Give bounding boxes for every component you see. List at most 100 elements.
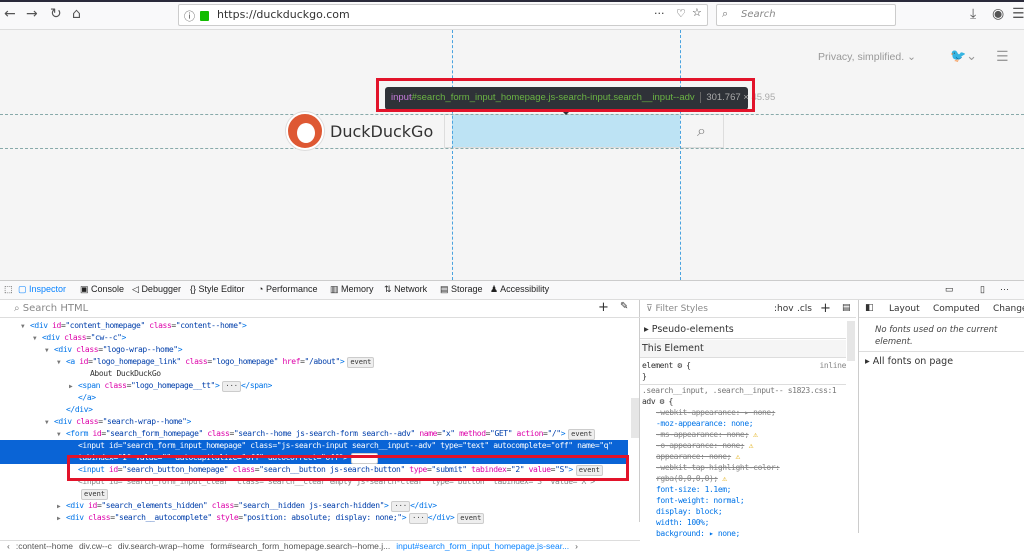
- markup-line[interactable]: ▼<div class="cw--c">: [0, 332, 628, 344]
- hamburger-icon[interactable]: ☰: [996, 49, 1009, 65]
- css-declaration[interactable]: -ms-appearance: none; ⚠: [640, 429, 846, 440]
- tab-style-editor[interactable]: {} Style Editor: [190, 284, 245, 294]
- event-badge[interactable]: ···: [391, 501, 411, 512]
- dock-icon[interactable]: ▭: [945, 284, 954, 294]
- breadcrumb-item[interactable]: ‹: [7, 541, 10, 551]
- page-actions-icon[interactable]: ···: [654, 7, 665, 20]
- ddg-search-box[interactable]: ⌕: [444, 114, 724, 148]
- home-icon[interactable]: ⌂: [72, 6, 81, 22]
- account-icon[interactable]: ◉: [992, 6, 1005, 22]
- markup-line[interactable]: About DuckDuckGo: [0, 368, 628, 380]
- breadcrumb-item[interactable]: input#search_form_input_homepage.js-sear…: [396, 541, 570, 551]
- markup-line[interactable]: ▶<span class="logo_homepage__tt">···</sp…: [0, 380, 628, 392]
- css-declaration[interactable]: width: 100%;: [640, 517, 846, 528]
- tab-computed[interactable]: Computed: [933, 304, 980, 314]
- tab-network[interactable]: ⇅ Network: [384, 284, 427, 295]
- breadcrumb-item[interactable]: form#search_form_homepage.search--home.j…: [210, 541, 391, 551]
- cls-button[interactable]: .cls: [797, 304, 812, 314]
- tab-inspector[interactable]: ▢ Inspector: [18, 284, 66, 295]
- filter-styles-input[interactable]: ⊽ Filter Styles: [646, 304, 708, 314]
- twisty-icon[interactable]: ▼: [45, 347, 49, 354]
- toggle-sidebar-icon[interactable]: ◧: [865, 303, 874, 313]
- twisty-icon[interactable]: ▶: [69, 383, 73, 390]
- pocket-icon[interactable]: ♡: [676, 7, 686, 20]
- twisty-icon[interactable]: ▼: [45, 419, 49, 426]
- element-picker-icon[interactable]: ⬚: [4, 284, 13, 294]
- css-declaration[interactable]: font-weight: normal;: [640, 495, 846, 506]
- highlighted-search-input[interactable]: [452, 114, 680, 148]
- info-icon[interactable]: ⓘ: [184, 10, 195, 23]
- markup-line[interactable]: </a>: [0, 392, 628, 404]
- css-declaration[interactable]: display: block;: [640, 506, 846, 517]
- add-node-icon[interactable]: +: [598, 300, 609, 315]
- tab-storage[interactable]: ▤ Storage: [440, 284, 483, 295]
- add-rule-icon[interactable]: +: [820, 301, 831, 316]
- markup-line[interactable]: ▼<div class="search-wrap--home">: [0, 416, 628, 428]
- event-badge[interactable]: ···: [222, 381, 242, 392]
- twisty-icon[interactable]: ▼: [21, 323, 25, 330]
- breadcrumb-item[interactable]: :content--home: [15, 541, 74, 551]
- css-declaration[interactable]: -moz-appearance: none;: [640, 418, 846, 429]
- breadcrumb-item[interactable]: div.cw--c: [79, 541, 112, 551]
- twitter-icon[interactable]: 🐦⌄: [950, 49, 978, 64]
- event-badge[interactable]: event: [575, 465, 603, 476]
- twisty-icon[interactable]: ▼: [57, 431, 61, 438]
- tab-changes[interactable]: Change: [993, 304, 1024, 314]
- css-declaration[interactable]: -webkit-tap-highlight-color:: [640, 462, 846, 473]
- css-declaration[interactable]: -webkit-appearance: ▸ none;: [640, 407, 846, 418]
- tab-console[interactable]: ▣ Console: [80, 284, 124, 295]
- tab-accessibility[interactable]: ♟ Accessibility: [490, 284, 549, 295]
- markup-line[interactable]: <input id="search_button_homepage" class…: [0, 464, 628, 476]
- print-icon[interactable]: ▤: [842, 303, 851, 313]
- tab-layout[interactable]: Layout: [889, 304, 920, 314]
- search-html-input[interactable]: ⌕ Search HTML + ✎: [0, 300, 640, 318]
- ddg-logo-icon[interactable]: [286, 112, 324, 150]
- event-badge[interactable]: event: [81, 489, 109, 500]
- reload-icon[interactable]: ↻: [50, 6, 62, 22]
- css-declaration[interactable]: appearance: none; ⚠: [640, 451, 846, 462]
- markup-line[interactable]: ▼<form id="search_form_homepage" class="…: [0, 428, 628, 440]
- tab-performance[interactable]: ◔ Performance: [258, 284, 317, 294]
- tab-debugger[interactable]: ◁ Debugger: [132, 284, 181, 295]
- tab-memory[interactable]: ▥ Memory: [330, 284, 374, 295]
- url-bar[interactable]: ⓘ https://duckduckgo.com ··· ♡ ☆: [178, 4, 708, 26]
- twisty-icon[interactable]: ▼: [57, 359, 61, 366]
- markup-line[interactable]: ▼<div id="content_homepage" class="conte…: [0, 320, 628, 332]
- back-icon[interactable]: ←: [4, 6, 16, 22]
- bookmark-star-icon[interactable]: ☆: [692, 6, 702, 19]
- breadcrumb-item[interactable]: ›: [575, 541, 579, 551]
- css-declaration[interactable]: rgba(0,0,0,0); ⚠: [640, 473, 846, 484]
- forward-icon[interactable]: →: [26, 6, 38, 22]
- responsive-icon[interactable]: ▯: [980, 284, 985, 294]
- markup-line[interactable]: ▼<div class="logo-wrap--home">: [0, 344, 628, 356]
- markup-line[interactable]: event: [0, 488, 628, 500]
- twisty-icon[interactable]: ▶: [57, 503, 61, 510]
- event-badge[interactable]: event: [350, 453, 378, 464]
- search-bar[interactable]: ⌕ Search: [716, 4, 896, 26]
- event-badge[interactable]: event: [568, 429, 596, 440]
- markup-line[interactable]: </div>: [0, 404, 628, 416]
- event-badge[interactable]: event: [457, 513, 485, 524]
- twisty-icon[interactable]: ▼: [33, 335, 37, 342]
- menu-icon[interactable]: ☰: [1012, 6, 1024, 22]
- scrollbar[interactable]: [847, 321, 855, 361]
- css-declaration[interactable]: font-size: 1.1em;: [640, 484, 846, 495]
- css-declaration[interactable]: background: ▸ none;: [640, 528, 846, 539]
- search-icon[interactable]: ⌕: [697, 121, 706, 140]
- rule-source[interactable]: s1823.css:1: [787, 386, 837, 395]
- event-badge[interactable]: event: [347, 357, 375, 368]
- markup-line[interactable]: <input id="search_form_input_clear" clas…: [0, 476, 628, 488]
- markup-line[interactable]: ▶<div id="search_elements_hidden" class=…: [0, 500, 628, 512]
- more-icon[interactable]: ···: [1000, 284, 1009, 294]
- privacy-link[interactable]: Privacy, simplified. ⌄: [818, 51, 916, 63]
- css-declaration[interactable]: -o-appearance: none; ⚠: [640, 440, 846, 451]
- logo-text[interactable]: DuckDuckGo: [330, 122, 434, 141]
- eyedropper-icon[interactable]: ✎: [620, 301, 629, 312]
- download-icon[interactable]: ⤓: [970, 6, 977, 22]
- all-fonts-toggle[interactable]: ▸ All fonts on page: [859, 351, 1024, 369]
- url-text[interactable]: https://duckduckgo.com: [217, 8, 350, 21]
- markup-line[interactable]: ▶<div class="search__autocomplete" style…: [0, 512, 628, 524]
- twisty-icon[interactable]: ▶: [57, 515, 61, 522]
- pseudo-elements-toggle[interactable]: ▸ Pseudo-elements: [640, 321, 846, 339]
- markup-line[interactable]: ▼<a id="logo_homepage_link" class="logo_…: [0, 356, 628, 368]
